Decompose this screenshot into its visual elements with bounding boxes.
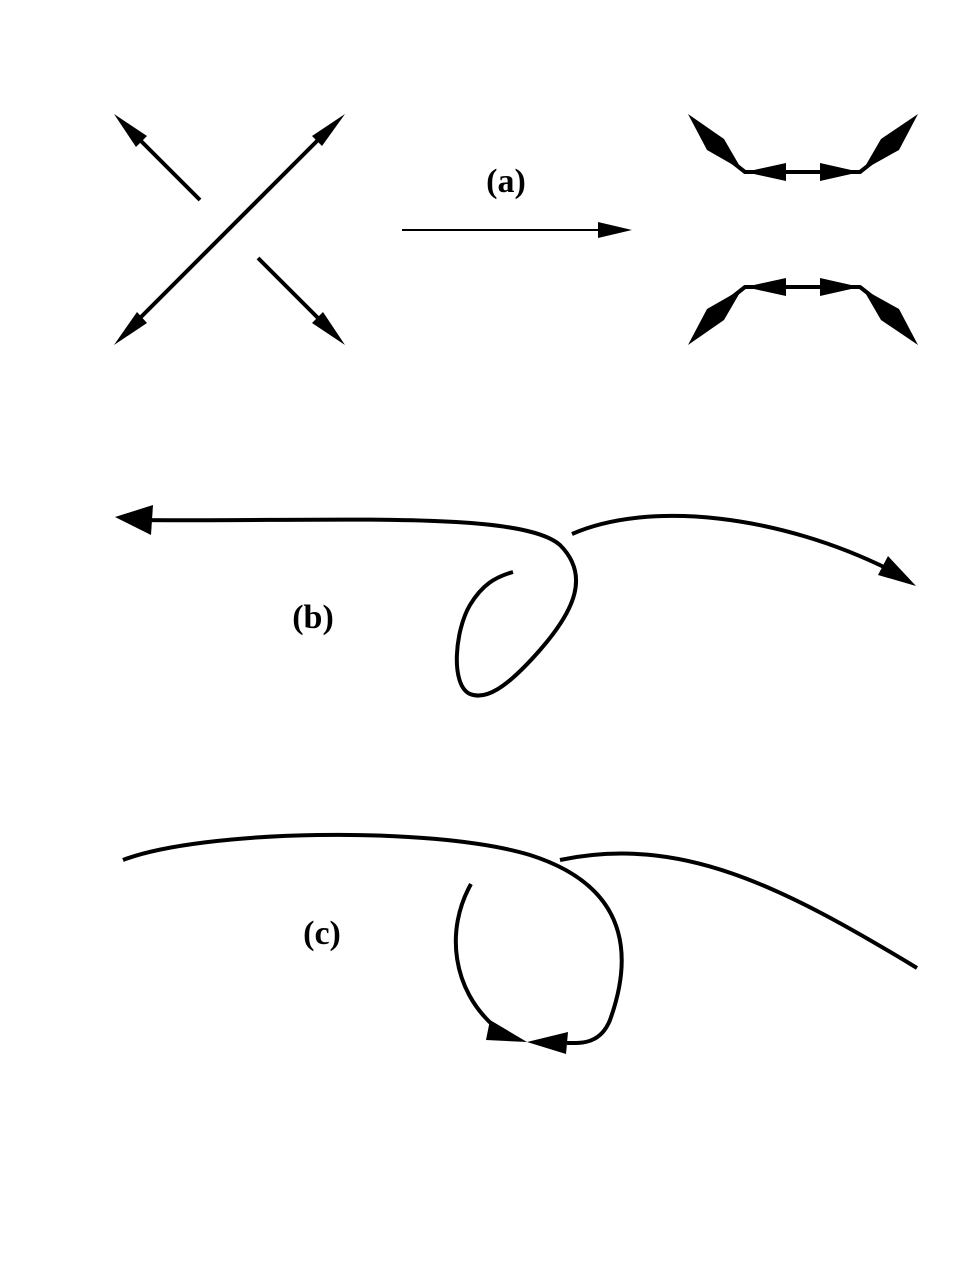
arrowhead-right-icon: [878, 556, 916, 586]
top-left-outer-head-icon: [688, 114, 742, 170]
arrowhead-loop-right-icon: [527, 1032, 568, 1054]
move-arrow-head-icon: [598, 222, 632, 238]
under-strand-lower: [256, 256, 324, 324]
strand-inner-loop: [453, 883, 497, 1029]
top-left-inner-head-icon: [745, 163, 786, 181]
bottom-left-outer-head-icon: [688, 289, 742, 345]
over-strand: [134, 132, 326, 324]
top-right-outer-head-icon: [863, 114, 918, 170]
bottom-right-outer-head-icon: [863, 289, 918, 345]
arrowhead-ne-icon: [312, 114, 345, 146]
under-strand-upper: [135, 135, 202, 202]
bottom-right-inner-head-icon: [820, 278, 860, 296]
arrowhead-nw-icon: [114, 114, 147, 147]
panel-a: (a): [114, 114, 918, 345]
panel-label-c: (c): [303, 915, 341, 952]
arrowhead-left-icon: [115, 505, 153, 535]
strand-right: [571, 513, 891, 572]
arrowhead-sw-icon: [114, 312, 147, 345]
strand-right: [559, 851, 919, 970]
bottom-left-inner-head-icon: [745, 278, 786, 296]
arrowhead-loop-left-icon: [486, 1020, 527, 1042]
top-right-inner-head-icon: [820, 163, 860, 181]
panel-b: (b): [115, 505, 916, 698]
arrowhead-se-icon: [312, 312, 345, 345]
panel-label-b: (b): [292, 599, 334, 636]
panel-c: (c): [122, 832, 919, 1054]
strand-left-curl: [134, 517, 578, 698]
panel-label-a: (a): [486, 163, 526, 200]
strand-left-curl: [122, 832, 624, 1046]
